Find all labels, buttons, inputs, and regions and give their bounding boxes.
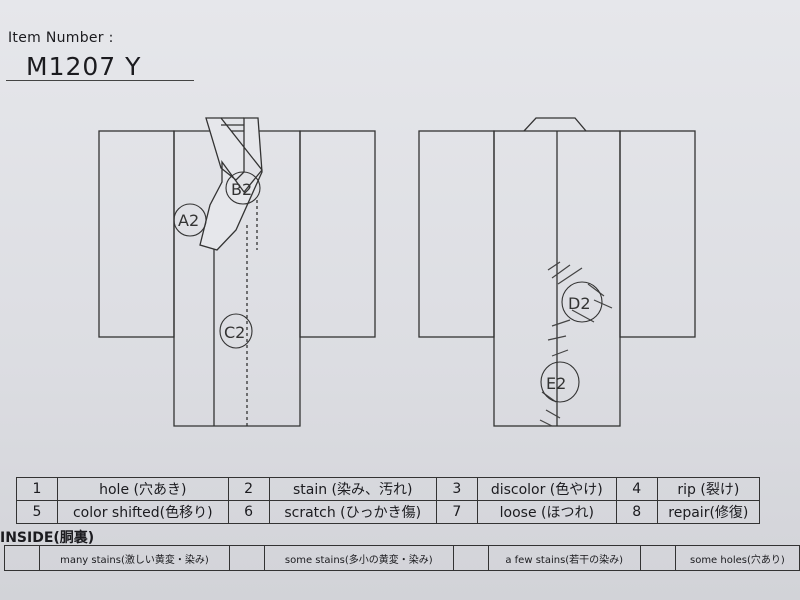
svg-text:E2: E2 [546, 374, 566, 393]
front-body [173, 130, 301, 427]
legend-number: 4 [615, 477, 658, 501]
front-mark-b2: B2 [225, 171, 261, 205]
legend-row: 1 hole (穴あき) 2 stain (染み、汚れ) 3 discolor … [16, 477, 761, 501]
back-mark-e2: E2 [540, 361, 580, 403]
item-number-value: M1207 Y [26, 52, 142, 81]
back-mark-d2: D2 [561, 281, 603, 323]
legend-number: 7 [435, 500, 478, 524]
inside-checkbox[interactable] [228, 545, 265, 571]
svg-text:B2: B2 [231, 180, 252, 199]
legend-number: 5 [16, 500, 58, 524]
svg-text:D2: D2 [568, 294, 591, 313]
inside-checkbox[interactable] [639, 545, 676, 571]
front-mark-a2: A2 [173, 203, 207, 237]
inside-option: some stains(多小の黄変・染み) [263, 545, 454, 571]
back-right-sleeve [619, 130, 696, 338]
front-right-sleeve [299, 130, 376, 338]
svg-text:C2: C2 [224, 323, 245, 342]
inside-checkbox[interactable] [4, 545, 40, 571]
legend-label: discolor (色やけ) [476, 477, 617, 501]
legend-label: color shifted(色移り) [57, 500, 229, 524]
item-number-label: Item Number : [8, 30, 114, 46]
legend-number: 3 [435, 477, 478, 501]
legend-number: 2 [227, 477, 270, 501]
front-collar [199, 117, 263, 251]
legend-row: 5 color shifted(色移り) 6 scratch (ひっかき傷) 7… [16, 500, 761, 524]
legend-label: scratch (ひっかき傷) [268, 500, 437, 524]
legend-label: hole (穴あき) [57, 477, 229, 501]
inside-condition-table: many stains(激しい黄変・染み) some stains(多小の黄変・… [4, 545, 800, 571]
legend-number: 8 [615, 500, 658, 524]
inside-option: a few stains(若干の染み) [487, 545, 641, 571]
inside-option: many stains(激しい黄変・染み) [39, 545, 230, 571]
kimono-diagram: A2 B2 C2 D2 E2 [98, 117, 696, 427]
front-left-sleeve [98, 130, 175, 338]
legend-number: 6 [227, 500, 270, 524]
front-mark-c2: C2 [219, 313, 253, 349]
damage-legend-table: 1 hole (穴あき) 2 stain (染み、汚れ) 3 discolor … [16, 477, 761, 524]
inside-section-title: INSIDE(胴裏) [0, 530, 95, 546]
stain-hatching [539, 261, 613, 427]
legend-label: stain (染み、汚れ) [268, 477, 437, 501]
inside-row: many stains(激しい黄変・染み) some stains(多小の黄変・… [4, 545, 800, 571]
inside-option: some holes(穴あり) [674, 545, 800, 571]
item-number-underline [6, 80, 194, 81]
back-left-sleeve [418, 130, 495, 338]
legend-label: repair(修復) [656, 500, 761, 524]
svg-text:A2: A2 [178, 211, 199, 230]
back-collar [523, 117, 587, 132]
inside-checkbox[interactable] [452, 545, 489, 571]
legend-label: rip (裂け) [656, 477, 761, 501]
legend-number: 1 [16, 477, 58, 501]
legend-label: loose (ほつれ) [476, 500, 617, 524]
